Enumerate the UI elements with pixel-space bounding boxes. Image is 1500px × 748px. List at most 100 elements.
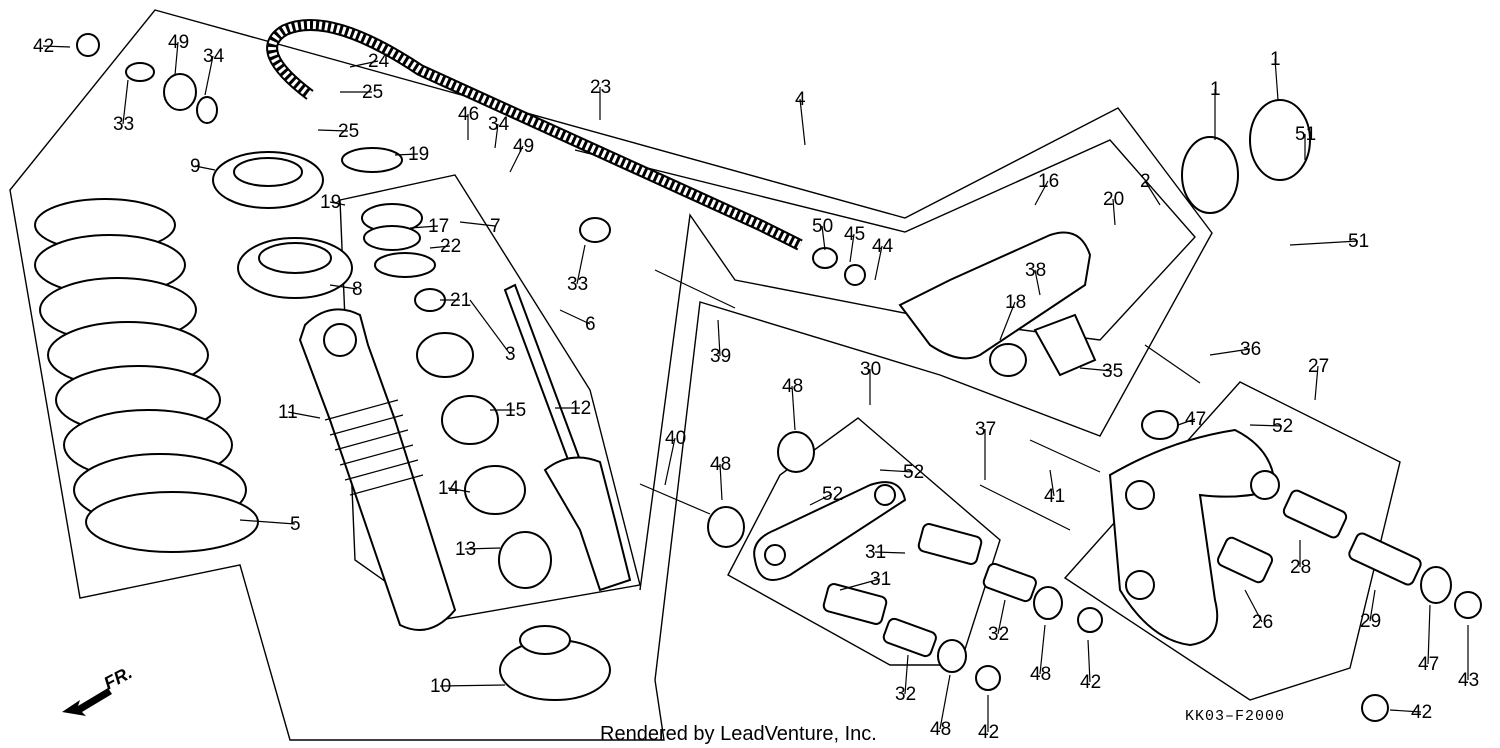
callout-number: 50: [812, 216, 833, 237]
callout-number: 17: [428, 216, 449, 237]
callout-leader: [1427, 604, 1431, 665]
callout-leader: [904, 654, 909, 695]
callout-number: 1: [1270, 49, 1281, 70]
callout-leader: [1209, 348, 1251, 356]
callout-number: 6: [585, 314, 596, 335]
shock-link-arm: [753, 481, 983, 625]
callout-number: 25: [362, 82, 383, 103]
callout-number: 51: [1295, 124, 1316, 145]
callout-leader: [1289, 240, 1359, 246]
callout-leader: [349, 60, 379, 68]
callout-leader: [447, 487, 471, 493]
callout-leader: [717, 319, 721, 357]
callout-leader: [849, 233, 855, 263]
callout-number: 2: [1140, 171, 1151, 192]
callout-leader: [394, 153, 419, 156]
callout-number: 16: [1038, 171, 1059, 192]
callout-number: 13: [455, 539, 476, 560]
callout-number: 42: [33, 36, 54, 57]
bump-rubber-cup: [499, 625, 611, 701]
callout-number: 49: [168, 32, 189, 53]
callout-number: 21: [450, 290, 471, 311]
adjuster-nut-upper: [212, 151, 324, 209]
callout-leader: [874, 551, 906, 554]
callout-number: 34: [203, 46, 225, 67]
callout-number: 47: [1185, 409, 1206, 430]
callout-number: 1: [1210, 79, 1221, 100]
callout-number: 34: [488, 114, 510, 135]
callout-number: 47: [1418, 654, 1439, 675]
callout-number: 3: [505, 344, 516, 365]
callout-number: 32: [988, 624, 1009, 645]
callout-number: 48: [710, 454, 731, 475]
callout-number: 33: [113, 114, 134, 135]
callout-leader: [409, 225, 439, 229]
damper-rod-parts: [414, 283, 632, 592]
callout-number: 48: [930, 719, 951, 740]
callout-number: 28: [1290, 557, 1311, 578]
callout-leader: [559, 309, 591, 325]
callout-number: 20: [1103, 189, 1124, 210]
callout-number: 7: [490, 216, 501, 237]
group-outline-damper: [339, 139, 1196, 621]
callout-leader: [1087, 639, 1091, 683]
callout-number: 9: [190, 156, 201, 177]
callout-leader: [239, 519, 296, 525]
callout-number: 52: [822, 484, 843, 505]
callout-number: 27: [1308, 356, 1329, 377]
callout-number: 15: [505, 400, 526, 421]
callout-number: 42: [1080, 672, 1101, 693]
callout-number: 23: [590, 77, 611, 98]
credit-line: Rendered by LeadVenture, Inc.: [600, 723, 877, 745]
callout-leader: [576, 244, 586, 285]
callout-leader: [874, 245, 883, 281]
callout-number: 35: [1102, 361, 1123, 382]
shock-spring: [34, 198, 259, 553]
callout-number: 44: [872, 236, 894, 257]
callout-number: 31: [870, 569, 891, 590]
callout-number: 30: [860, 359, 881, 380]
callout-leader: [329, 284, 358, 290]
callout-leader: [839, 578, 881, 591]
callout-leader: [1079, 367, 1113, 372]
callout-leader: [791, 385, 796, 431]
callout-number: 37: [975, 419, 996, 440]
callout-number: 52: [903, 462, 924, 483]
callout-number: 42: [1411, 702, 1432, 723]
callout-leader: [509, 145, 524, 173]
callout-leader: [939, 674, 951, 730]
callout-leader: [1369, 589, 1376, 622]
callout-leader: [821, 225, 826, 251]
callout-leader: [1244, 589, 1263, 623]
reservoir-hose: [266, 19, 803, 251]
callout-number: 46: [458, 104, 479, 125]
callout-number: 4: [795, 89, 806, 110]
callout-leader: [287, 411, 321, 419]
callout-leader: [1389, 709, 1422, 713]
callout-leader: [999, 301, 1016, 341]
callout-number: 22: [440, 236, 461, 257]
callout-leader: [719, 463, 723, 501]
callout-number: 45: [844, 224, 865, 245]
callout-number: 36: [1240, 339, 1261, 360]
callout-number: 25: [338, 121, 359, 142]
callout-number: 19: [408, 144, 429, 165]
callout-number: 38: [1025, 260, 1046, 281]
callout-leader: [459, 221, 496, 227]
callout-leader: [1274, 58, 1279, 101]
callout-number: 42: [978, 722, 999, 743]
callout-leader: [1034, 269, 1041, 296]
reservoir-tank: [898, 231, 1097, 377]
callout-leader: [1177, 418, 1196, 426]
callout-leader: [1049, 469, 1055, 497]
callout-number: 48: [782, 376, 803, 397]
bolts-and-washers: [579, 217, 1482, 722]
callout-number: 26: [1252, 612, 1273, 633]
callout-leader: [664, 437, 676, 486]
callout-number: 10: [430, 676, 451, 697]
callout-number: 41: [1044, 486, 1065, 507]
callout-leader: [799, 98, 806, 146]
callout-number: 51: [1348, 231, 1369, 252]
